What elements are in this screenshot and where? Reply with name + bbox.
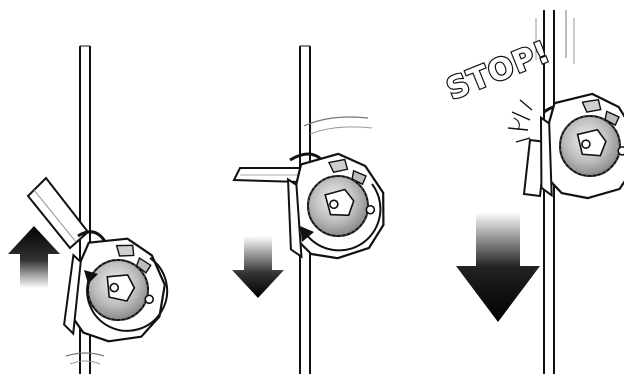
panel-1-device-moving-up — [28, 46, 169, 374]
stop-callout: STOP! — [442, 34, 555, 107]
down-arrow-icon — [232, 236, 284, 298]
panel-2-device-moving-down — [234, 46, 388, 374]
fast-down-arrow-icon — [456, 212, 540, 322]
up-arrow-icon — [8, 226, 60, 288]
